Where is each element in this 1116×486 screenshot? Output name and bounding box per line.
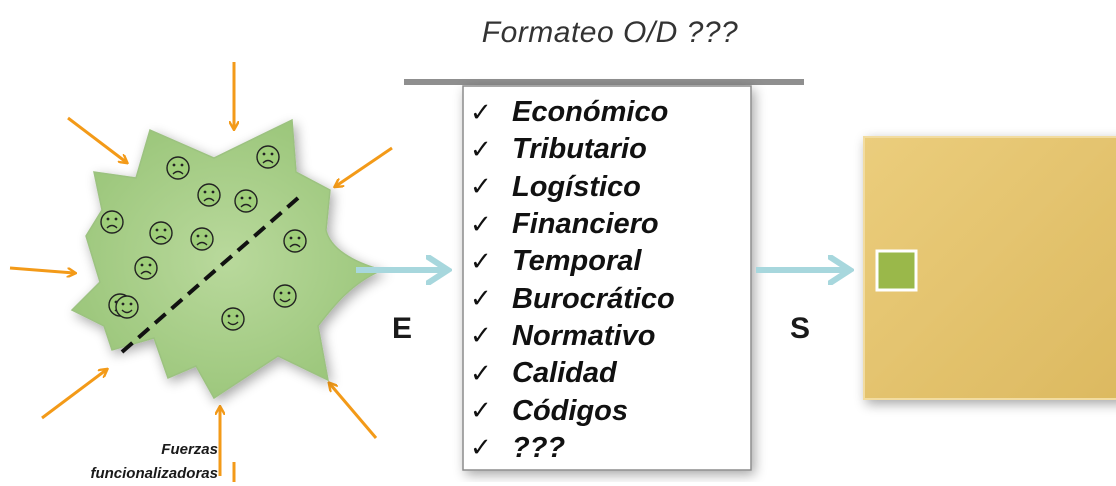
- check-icon: ✓: [470, 172, 492, 203]
- checklist-item-label: Logístico: [512, 170, 641, 203]
- checklist-item-label: Códigos: [512, 394, 628, 427]
- forces-label: Fuerzas funcionalizadoras: [18, 438, 218, 486]
- checklist: ✓ Económico ✓ Tributario ✓ Logístico ✓ Finan…: [470, 94, 750, 467]
- checklist-item: ✓ Calidad: [470, 355, 750, 392]
- sad-face-icon: [283, 229, 307, 253]
- faces: [100, 145, 307, 331]
- check-icon: ✓: [470, 209, 492, 240]
- check-icon: ✓: [470, 97, 492, 128]
- check-icon: ✓: [470, 321, 492, 352]
- check-icon: ✓: [470, 358, 492, 389]
- checklist-item-label: Calidad: [512, 357, 617, 390]
- sad-face-icon: [197, 183, 221, 207]
- sad-face-icon: [134, 256, 158, 280]
- checklist-item: ✓ Logístico: [470, 169, 750, 206]
- sad-face-icon: [149, 221, 173, 245]
- checklist-item: ✓???: [470, 430, 750, 467]
- happy-face-icon: [273, 284, 297, 308]
- checklist-item-label: Económico: [512, 96, 669, 129]
- checklist-item: ✓ Económico: [470, 94, 750, 131]
- sad-face-icon: [256, 145, 280, 169]
- force-arrow-left: [9, 266, 74, 273]
- happy-face-icon: [221, 307, 245, 331]
- check-icon: ✓: [470, 246, 492, 277]
- checklist-item: ✓ Tributario: [470, 131, 750, 168]
- force-arrows: [9, 62, 393, 482]
- forces-label-line1: Fuerzas: [161, 441, 218, 458]
- input-label: E: [392, 312, 413, 345]
- checklist-item-label: ???: [512, 431, 566, 464]
- force-arrow-upper-right: [336, 146, 393, 186]
- checklist-item: ✓ Normativo: [470, 318, 750, 355]
- check-icon: ✓: [470, 284, 492, 315]
- checklist-item-label: Normativo: [512, 319, 656, 352]
- forces-label-line2: funcionalizadoras: [90, 465, 218, 482]
- checklist-item-label: Financiero: [512, 208, 659, 241]
- check-icon: ✓: [470, 134, 492, 165]
- checklist-item: ✓ Burocrático: [470, 280, 750, 317]
- checklist-item: ✓ Temporal: [470, 243, 750, 280]
- happy-face-icon: [115, 295, 139, 319]
- process-box: [462, 85, 752, 471]
- sad-face-icon: [100, 210, 124, 234]
- output-box-inner-square: [875, 249, 918, 292]
- sad-face-icon: [234, 189, 258, 213]
- checklist-item: ✓ Financiero: [470, 206, 750, 243]
- sad-face-icon: [190, 227, 214, 251]
- checklist-item-label: Burocrático: [512, 282, 675, 315]
- checklist-item: ✓ Códigos: [470, 392, 750, 429]
- checklist-item-label: Tributario: [512, 133, 647, 166]
- force-arrow-upper-left: [67, 116, 126, 162]
- checklist-item-label: Temporal: [512, 245, 642, 278]
- output-label: S: [790, 312, 811, 345]
- force-arrow-lower-right: [330, 384, 378, 439]
- force-arrow-lower-left: [41, 370, 106, 420]
- check-icon: ✓: [470, 433, 492, 464]
- dividing-dashed-line: [120, 196, 300, 354]
- check-icon: ✓: [470, 396, 492, 427]
- sad-face-icon: [166, 156, 190, 180]
- diagram-title: Formateo O/D ???: [481, 16, 739, 49]
